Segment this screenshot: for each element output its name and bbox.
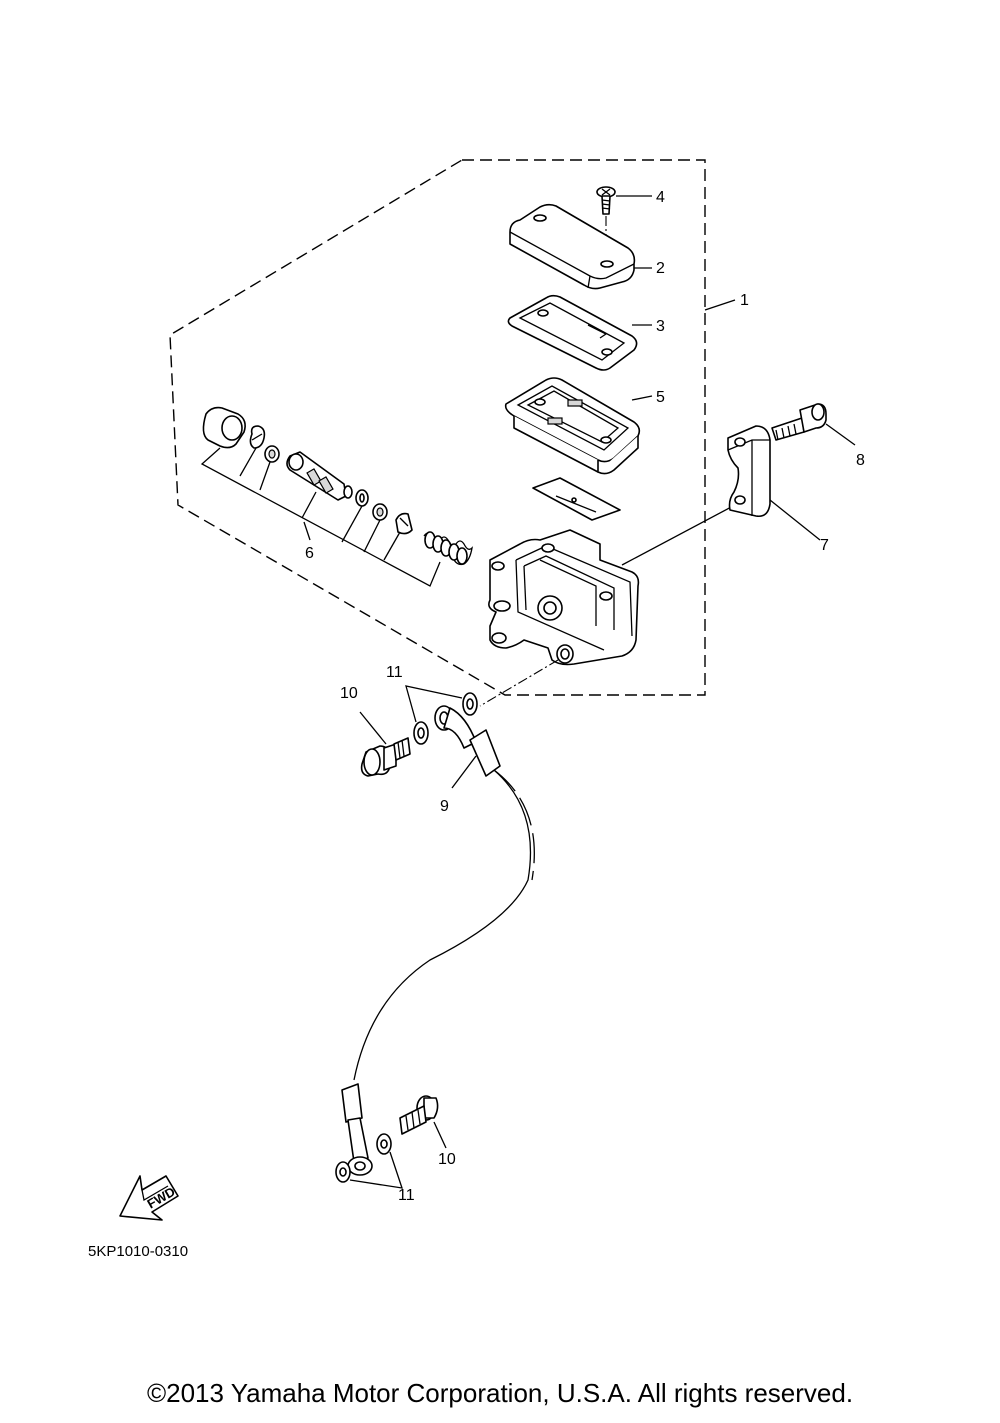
- union-bolt-part-10-upper: [359, 711, 411, 777]
- piston-kit-part-6: [200, 406, 473, 587]
- part-number-3: 3: [656, 318, 665, 335]
- drawing-code: 5KP1010-0310: [88, 1243, 188, 1260]
- leader-1: [704, 299, 736, 311]
- assembly-boundary: [169, 159, 706, 696]
- washers-part-11-upper: [405, 685, 478, 745]
- union-bolt-part-10-lower: [399, 1095, 447, 1149]
- washers-part-11-lower: [335, 1133, 403, 1189]
- part-number-1: 1: [740, 292, 749, 309]
- reservoir-cap-part-2: [509, 203, 652, 290]
- part-number-7: 7: [820, 537, 829, 554]
- diaphragm-part-5: [504, 377, 653, 475]
- master-cylinder-body: [488, 504, 736, 666]
- part-number-11-upper: 11: [386, 664, 403, 681]
- part-number-9: 9: [440, 798, 449, 815]
- assembly-axis-lower: [479, 659, 559, 707]
- bolt-part-8: [771, 403, 856, 446]
- part-number-2: 2: [656, 260, 665, 277]
- part-number-10-upper: 10: [340, 685, 358, 702]
- part-number-4: 4: [656, 189, 665, 206]
- part-number-10-lower: 10: [438, 1151, 456, 1168]
- part-number-6: 6: [305, 545, 314, 562]
- part-number-5: 5: [656, 389, 665, 406]
- forward-direction-arrow: FWD: [119, 1175, 179, 1221]
- brake-hose-part-9: [341, 705, 535, 1176]
- part-number-11-lower: 11: [398, 1187, 415, 1204]
- shim-plate: [532, 477, 621, 521]
- diaphragm-plate-part-3: [507, 294, 652, 371]
- copyright-notice: ©2013 Yamaha Motor Corporation, U.S.A. A…: [146, 1378, 854, 1408]
- holder-part-7: [727, 425, 821, 541]
- part-number-8: 8: [856, 452, 865, 469]
